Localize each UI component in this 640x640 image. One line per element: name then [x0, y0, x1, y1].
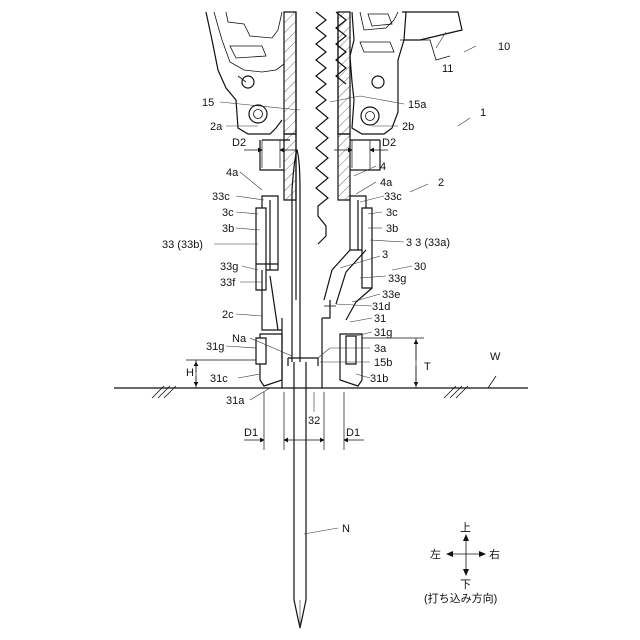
label-33g-left: 33g: [220, 261, 238, 273]
arrow-down-icon: [463, 569, 469, 576]
label-N: N: [342, 523, 350, 535]
label-31c: 31c: [210, 373, 228, 385]
arrow-up-icon: [463, 534, 469, 541]
label-3a: 3a: [374, 343, 387, 355]
label-3b-left: 3b: [222, 223, 234, 235]
label-3: 3: [382, 249, 388, 261]
label-D1-left: D1: [244, 427, 258, 439]
label-D2-right: D2: [382, 137, 396, 149]
arrow-right-icon: [479, 551, 486, 557]
nailer-body: [206, 12, 462, 300]
nose-assembly: [256, 150, 372, 388]
label-3b-right: 3b: [386, 223, 398, 235]
label-33e: 33e: [382, 289, 400, 301]
direction-caption: (打ち込み方向): [424, 591, 497, 605]
label-4a-left: 4a: [226, 167, 239, 179]
pin-hole-icon: [254, 110, 263, 119]
label-10: 10: [498, 41, 510, 53]
label-2b: 2b: [402, 121, 414, 133]
label-2a: 2a: [210, 121, 223, 133]
label-32: 32: [308, 415, 320, 427]
driver-rack: [316, 12, 328, 244]
pin-hole-icon: [249, 105, 267, 123]
label-4a-right: 4a: [380, 177, 393, 189]
label-33-33b: 33 (33b): [162, 239, 203, 251]
direction-left: 左: [430, 548, 441, 561]
label-15: 15: [202, 97, 214, 109]
label-D2-left: D2: [232, 137, 246, 149]
label-D1-right: D1: [346, 427, 360, 439]
label-1: 1: [480, 107, 486, 119]
direction-down: 下: [460, 579, 471, 591]
direction-right: 右: [489, 547, 500, 561]
label-2: 2: [438, 177, 444, 189]
label-3c-right: 3c: [386, 207, 398, 219]
label-15b: 15b: [374, 357, 392, 369]
direction-legend: 上 下 左 右 (打ち込み方向): [424, 521, 500, 605]
label-30: 30: [414, 261, 426, 273]
arrow-left-icon: [446, 551, 453, 557]
pin-hole-icon: [372, 76, 384, 88]
label-T: T: [424, 361, 431, 373]
label-11: 11: [442, 63, 453, 75]
label-33f: 33f: [220, 277, 236, 289]
label-31g-right: 31g: [374, 327, 392, 339]
label-W: W: [490, 351, 501, 363]
label-33c-left: 33c: [212, 191, 230, 203]
label-31g-left: 31g: [206, 341, 224, 353]
label-31a: 31a: [226, 395, 245, 407]
label-4: 4: [380, 161, 386, 173]
label-31d: 31d: [372, 301, 390, 313]
label-3c-left: 3c: [222, 207, 234, 219]
label-2c: 2c: [222, 309, 234, 321]
label-15a: 15a: [408, 99, 427, 111]
label-Na: Na: [232, 333, 247, 345]
direction-up: 上: [460, 521, 471, 534]
nail: [294, 362, 306, 628]
label-33c-right: 33c: [384, 191, 402, 203]
label-31: 31: [374, 313, 386, 325]
label-33g-right: 33g: [388, 273, 406, 285]
label-33-33a: 3 3 (33a): [406, 237, 450, 249]
labels: 10 11 1 15 15a 2a 2b D2 D2 4 4a 4a 2 33c…: [162, 41, 510, 535]
label-31b: 31b: [370, 373, 388, 385]
label-H: H: [186, 367, 194, 379]
workpiece-surface: [114, 376, 528, 398]
pin-hole-icon: [366, 112, 375, 121]
pin-hole-icon: [242, 76, 254, 88]
pin-hole-icon: [361, 107, 379, 125]
